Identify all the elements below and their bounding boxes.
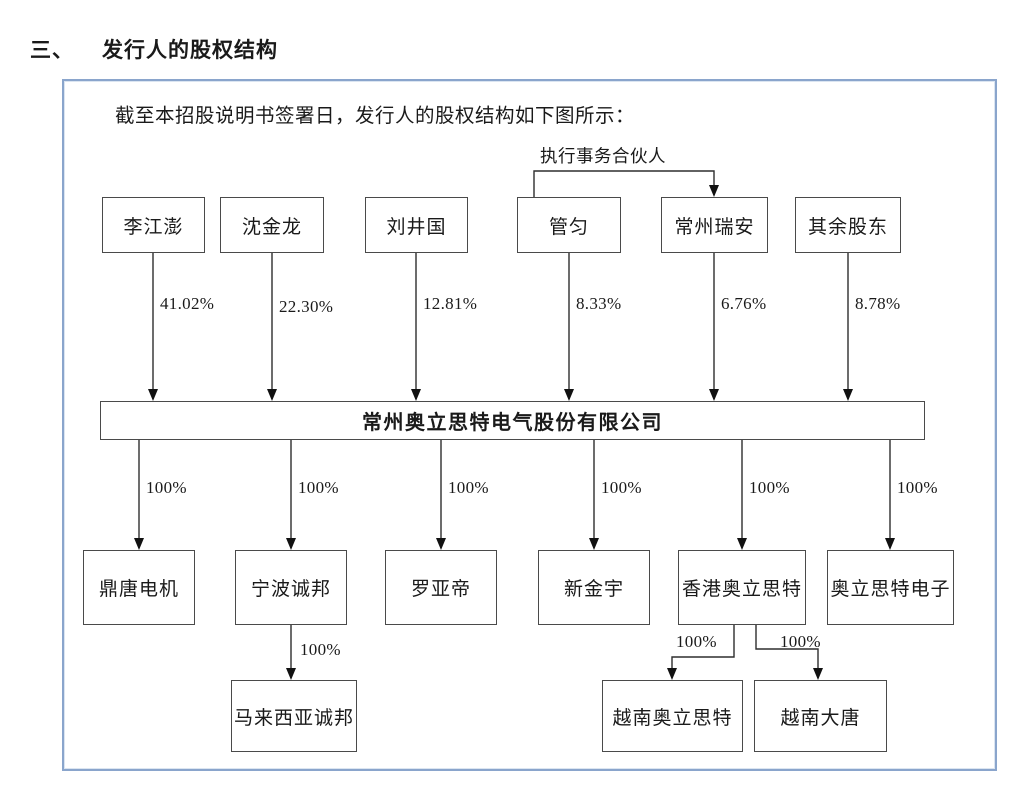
node-ningbo-chengbang: 宁波诚邦 <box>235 550 347 625</box>
node-aolisite-electronics: 奥立思特电子 <box>827 550 954 625</box>
ownership-pct-label: 22.30% <box>279 297 334 316</box>
node-vietnam-aolisite: 越南奥立思特 <box>602 680 743 752</box>
intro-text: 截至本招股说明书签署日，发行人的股权结构如下图所示： <box>115 106 636 127</box>
ownership-pct-label: 100% <box>780 632 821 651</box>
node-xin-jinyu: 新金宇 <box>538 550 650 625</box>
ownership-pct-label: 100% <box>298 478 339 497</box>
node-shen-jinlong: 沈金龙 <box>220 197 324 253</box>
node-dingtang-motor: 鼎唐电机 <box>83 550 195 625</box>
ownership-pct-label: 100% <box>749 478 790 497</box>
ownership-pct-label: 100% <box>146 478 187 497</box>
node-label: 宁波诚邦 <box>250 579 331 600</box>
ownership-pct-label: 100% <box>897 478 938 497</box>
node-label: 越南大唐 <box>780 707 861 729</box>
node-label: 沈金龙 <box>241 216 302 238</box>
node-label: 鼎唐电机 <box>98 579 179 600</box>
node-label: 常州瑞安 <box>674 216 755 238</box>
node-label: 马来西亚诚邦 <box>233 707 354 729</box>
node-label: 香港奥立思特 <box>681 579 802 600</box>
node-liu-jingguo: 刘井国 <box>365 197 468 253</box>
node-label: 越南奥立思特 <box>612 707 733 729</box>
node-label: 其余股东 <box>807 216 888 238</box>
node-label: 新金宇 <box>563 579 624 600</box>
node-label: 刘井国 <box>386 216 447 238</box>
ownership-pct-label: 100% <box>300 640 341 659</box>
node-malaysia-chengbang: 马来西亚诚邦 <box>231 680 357 752</box>
section-number: 三、 <box>30 38 74 62</box>
company-name-label: 常州奥立思特电气股份有限公司 <box>362 412 663 434</box>
node-guan-yun: 管匀 <box>517 197 621 253</box>
node-other-shareholders: 其余股东 <box>795 197 901 253</box>
ownership-pct-label: 41.02% <box>160 294 215 313</box>
node-issuer-company: 常州奥立思特电气股份有限公司 <box>100 401 925 440</box>
node-label: 罗亚帝 <box>410 579 471 600</box>
node-vietnam-datang: 越南大唐 <box>754 680 887 752</box>
node-li-jiangpeng: 李江澎 <box>102 197 205 253</box>
ownership-pct-label: 100% <box>448 478 489 497</box>
ownership-pct-label: 8.33% <box>576 294 622 313</box>
section-title: 发行人的股权结构 <box>102 38 278 62</box>
node-label: 奥立思特电子 <box>830 579 951 600</box>
ownership-pct-label: 100% <box>601 478 642 497</box>
ownership-pct-label: 100% <box>676 632 717 651</box>
node-changzhou-ruian: 常州瑞安 <box>661 197 768 253</box>
section-heading: 三、 发行人的股权结构 <box>30 34 278 64</box>
ownership-pct-label: 6.76% <box>721 294 767 313</box>
ownership-pct-label: 8.78% <box>855 294 901 313</box>
node-hongkong-aolisite: 香港奥立思特 <box>678 550 806 625</box>
node-label: 管匀 <box>548 216 589 238</box>
executive-partner-label: 执行事务合伙人 <box>540 146 666 166</box>
node-luo-yadi: 罗亚帝 <box>385 550 497 625</box>
node-label: 李江澎 <box>123 216 184 238</box>
ownership-pct-label: 12.81% <box>423 294 478 313</box>
